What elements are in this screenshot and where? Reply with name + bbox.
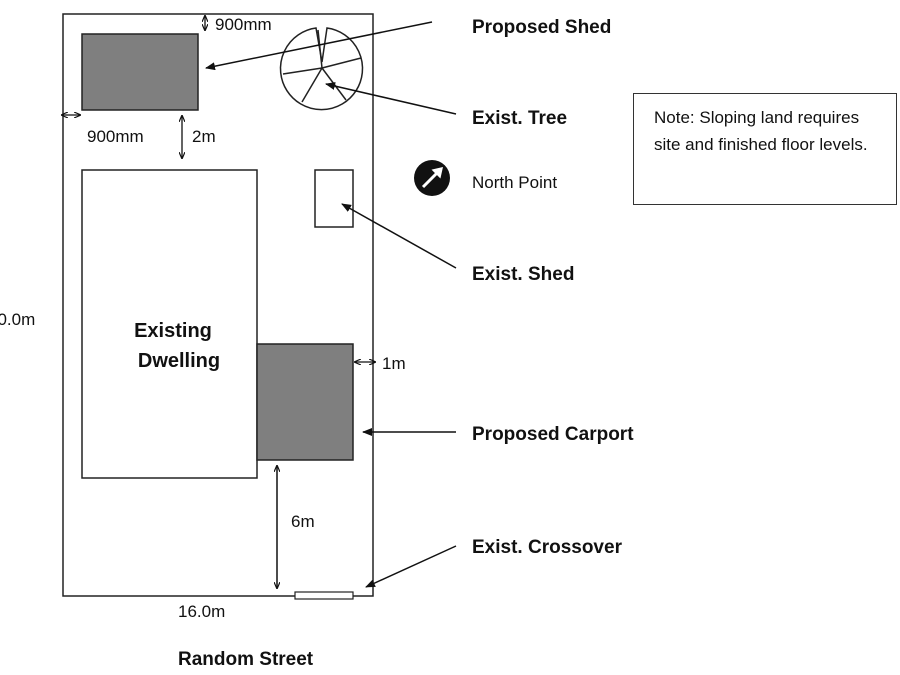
dwelling-label-1: Existing — [134, 320, 212, 342]
label-proposed-shed: Proposed Shed — [472, 17, 611, 38]
dim-carport-side-label: 1m — [382, 354, 406, 373]
existing-shed — [314, 169, 354, 228]
leader-proposed-shed — [205, 21, 433, 71]
lot-boundary — [62, 13, 374, 597]
leader-exist-crossover — [365, 545, 457, 588]
existing-dwelling — [81, 169, 258, 479]
proposed-carport — [256, 343, 354, 461]
dim-shed-dwelling-label: 2m — [192, 127, 216, 146]
label-exist-tree: Exist. Tree — [472, 108, 567, 129]
dim-lot-depth-label: 30.0m — [0, 310, 35, 329]
note-text: Note: Sloping land requires site and fin… — [654, 108, 868, 154]
dim-carport-street-label: 6m — [291, 512, 315, 531]
street-name: Random Street — [178, 649, 314, 670]
label-exist-shed: Exist. Shed — [472, 264, 574, 285]
existing-crossover — [294, 591, 354, 600]
dim-shed-rear-label: 900mm — [215, 15, 272, 34]
label-north-point: North Point — [472, 173, 557, 192]
leader-exist-shed — [341, 203, 457, 269]
tree-icon — [279, 27, 364, 111]
leader-exist-tree — [325, 82, 457, 115]
dim-lot-width-label: 16.0m — [178, 602, 225, 621]
proposed-shed — [81, 33, 199, 111]
north-arrow-icon — [414, 160, 450, 196]
note-box: Note: Sloping land requires site and fin… — [633, 93, 897, 205]
label-proposed-carport: Proposed Carport — [472, 424, 634, 445]
dwelling-label-2: Dwelling — [138, 350, 220, 372]
dim-shed-side-label: 900mm — [87, 127, 144, 146]
label-exist-crossover: Exist. Crossover — [472, 537, 623, 558]
